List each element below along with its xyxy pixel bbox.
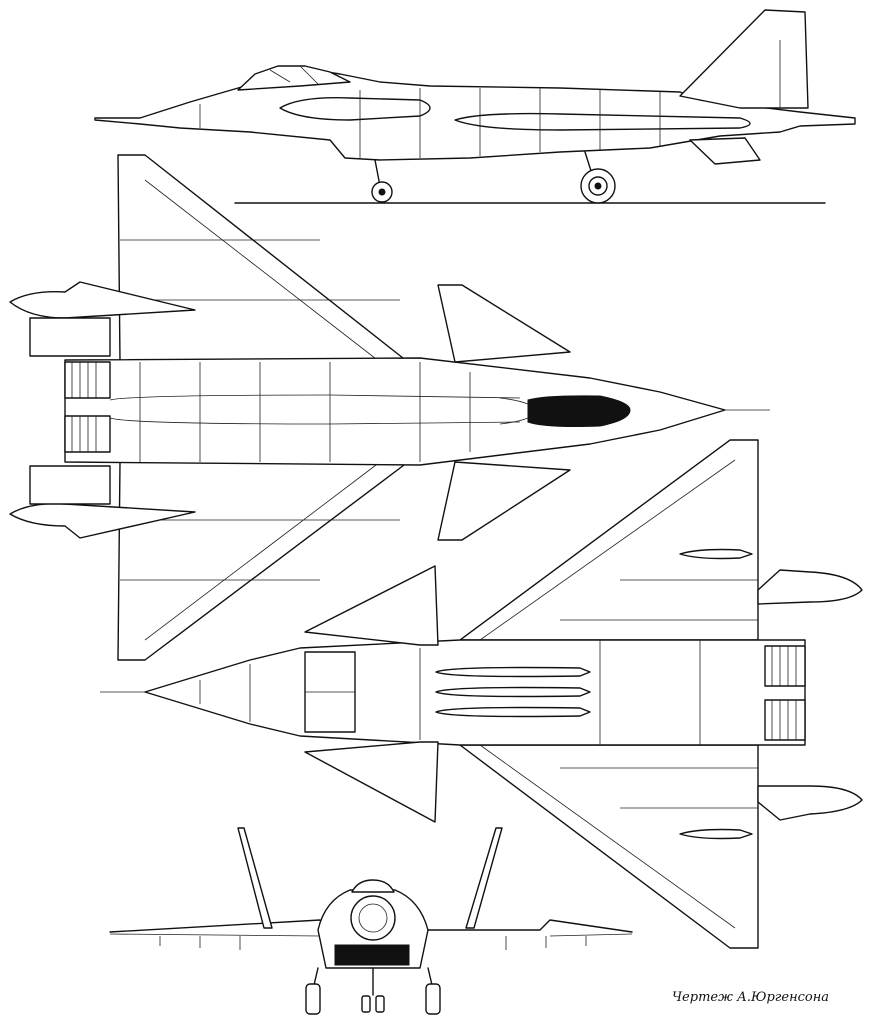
side-main-gear (580, 151, 616, 204)
front-fin-left (237, 827, 273, 929)
side-view (94, 9, 856, 204)
top-fin-lower (29, 465, 111, 505)
bottom-nozzle-lower (764, 699, 806, 741)
drawing-credit: Чертеж А.Юргенсона (672, 990, 830, 1005)
side-intake (279, 97, 431, 121)
top-nozzle-upper (64, 361, 111, 399)
front-wing (109, 919, 633, 933)
top-fin-upper (29, 317, 111, 357)
front-canopy (351, 879, 395, 893)
side-fin (679, 9, 809, 109)
bottom-stab-upper (757, 569, 863, 605)
bottom-stab-lower (757, 785, 863, 821)
bottom-nozzle-upper (764, 645, 806, 687)
side-canopy (237, 65, 351, 91)
top-nozzle-lower (64, 415, 111, 453)
top-fuselage (64, 357, 726, 466)
bottom-canard-lower (304, 741, 439, 823)
front-intakes (334, 944, 410, 966)
top-view (9, 154, 770, 661)
front-fin-right (465, 827, 503, 929)
front-view (109, 827, 633, 1015)
top-canard-upper (437, 284, 571, 363)
top-stab-lower (9, 503, 196, 539)
side-nose-gear (371, 159, 393, 203)
top-wing-upper (117, 154, 409, 363)
bottom-view (100, 439, 863, 949)
top-stab-upper (9, 281, 196, 319)
side-ventral (689, 137, 761, 165)
bottom-wing-lower (459, 744, 759, 949)
top-canard-lower (437, 461, 571, 541)
front-landing-gear (305, 967, 441, 1015)
side-stabilizer (454, 112, 751, 131)
bottom-canard-upper (304, 565, 439, 646)
front-radome (350, 895, 396, 941)
top-canopy (527, 395, 631, 427)
